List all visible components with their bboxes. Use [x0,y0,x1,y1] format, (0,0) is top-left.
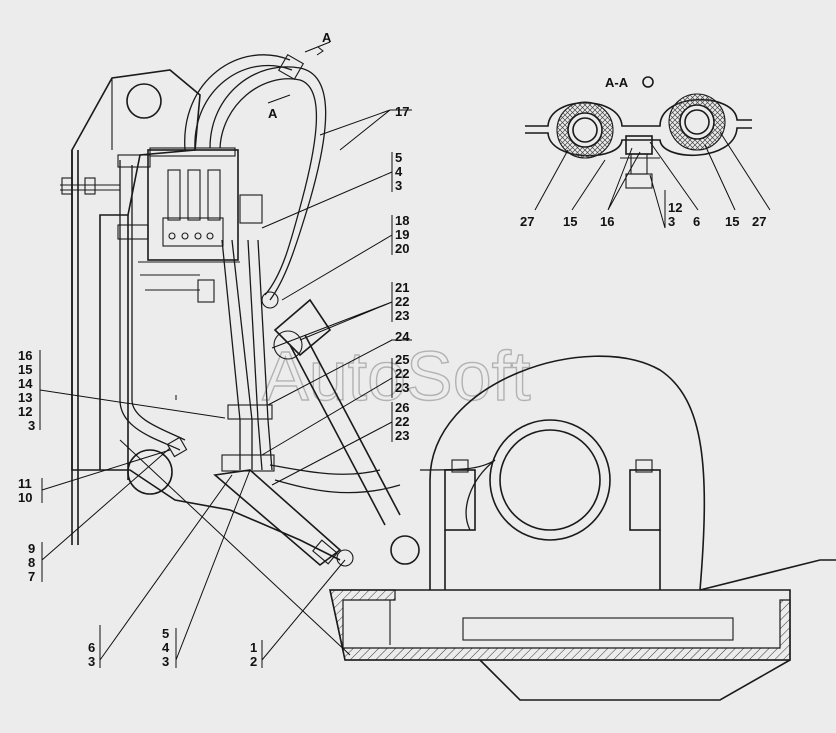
callout-22c: 22 [395,414,409,429]
cylinder [273,298,401,526]
callout-16: 16 [18,348,32,363]
callout-19: 19 [395,227,409,242]
callout-1: 1 [250,640,257,655]
base-channel [329,559,836,701]
callout-21: 21 [395,280,409,295]
callout-4-bottom: 4 [162,640,170,655]
callout-4: 4 [395,164,403,179]
callout-23: 23 [395,308,409,323]
callout-7: 7 [28,569,35,584]
callout-15: 15 [18,362,32,377]
callout-22b: 22 [395,366,409,381]
section-callout-3: 3 [668,214,675,229]
callout-3-left: 3 [28,418,35,433]
section-callout-6: 6 [693,214,700,229]
callout-23b: 23 [395,380,409,395]
callout-9: 9 [28,541,35,556]
callout-13: 13 [18,390,32,405]
left-bracket [71,69,341,561]
section-view [525,76,752,189]
cut-label-top: A [322,30,332,45]
section-cut-marks: A A A-A [267,30,629,121]
valve-block [60,147,263,303]
callout-20: 20 [395,241,409,256]
callout-10: 10 [18,490,32,505]
lower-arm [213,459,496,567]
callout-5-bottom: 5 [162,626,169,641]
callout-23c: 23 [395,428,409,443]
bearing-housing [429,355,706,591]
callout-22: 22 [395,294,409,309]
callout-14: 14 [18,376,33,391]
section-callout-15-left: 15 [563,214,577,229]
section-callout-15-right: 15 [725,214,739,229]
callout-24: 24 [395,329,410,344]
leader-lines [39,109,771,668]
callout-12: 12 [18,404,32,419]
hose-vertical [119,160,275,472]
callout-2: 2 [250,654,257,669]
callout-3-bottom: 3 [162,654,169,669]
callouts: 17 5 4 3 18 19 20 21 22 23 24 25 22 23 2… [18,104,766,669]
section-callout-16: 16 [600,214,614,229]
callout-3: 3 [395,178,402,193]
cut-label-bottom: A [268,106,278,121]
callout-11: 11 [18,476,32,491]
callout-25: 25 [395,352,409,367]
callout-5: 5 [395,150,402,165]
section-callout-12: 12 [668,200,682,215]
section-callout-27-right: 27 [752,214,766,229]
callout-17: 17 [395,104,409,119]
callout-6: 6 [88,640,95,655]
hose-loop-17 [184,53,327,309]
callout-8: 8 [28,555,35,570]
callout-26: 26 [395,400,409,415]
section-view-title: A-A [605,75,629,90]
callout-18: 18 [395,213,409,228]
section-callout-27-left: 27 [520,214,534,229]
callout-3-b: 3 [88,654,95,669]
